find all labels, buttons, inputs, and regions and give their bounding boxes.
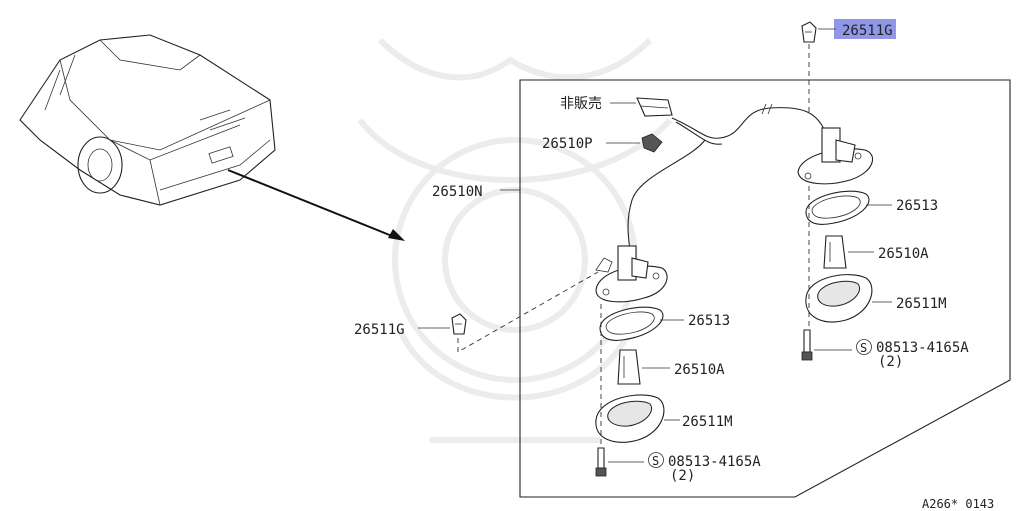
assembly-frame [519, 79, 1011, 498]
left-gasket-26513 [599, 306, 684, 341]
right-lamp-base [797, 127, 874, 185]
pointer-arrow [227, 169, 405, 241]
clip-26510p [606, 133, 663, 153]
right-lens-26511m [805, 274, 892, 323]
clip-26511g-top [801, 21, 817, 112]
right-gasket-26513 [805, 190, 892, 225]
label-right-26513[interactable]: 26513 [896, 198, 938, 214]
label-26510n[interactable]: 26510N [432, 184, 483, 200]
label-left-26513[interactable]: 26513 [688, 313, 730, 329]
label-26510p[interactable]: 26510P [542, 136, 593, 152]
label-right-26510a[interactable]: 26510A [878, 246, 929, 262]
label-26511g-top-group[interactable]: 26511G [818, 19, 896, 39]
label-26511g-top[interactable]: 26511G [842, 23, 893, 39]
label-left-screw[interactable]: 08513-4165A [668, 454, 761, 470]
label-26511g-left[interactable]: 26511G [354, 322, 405, 338]
right-screw [801, 329, 872, 361]
diagram-code: A266* 0143 [922, 497, 994, 511]
right-screw-symbol: S [860, 341, 867, 355]
right-bulb-26510a [823, 235, 874, 269]
left-screw [595, 447, 664, 477]
left-lens-26511m [595, 394, 680, 443]
wire-harness-26510n [500, 103, 829, 251]
label-right-screw-qty: (2) [878, 354, 903, 370]
left-bulb-26510a [617, 349, 670, 385]
connector-not-sold [610, 97, 673, 117]
left-screw-symbol: S [652, 454, 659, 468]
label-not-sold[interactable]: 非販売 [560, 96, 602, 112]
label-left-26510a[interactable]: 26510A [674, 362, 725, 378]
left-lamp-base [595, 245, 668, 303]
highlight-box [834, 19, 896, 39]
label-left-26511m[interactable]: 26511M [682, 414, 733, 430]
label-left-screw-qty: (2) [670, 468, 695, 484]
label-right-screw[interactable]: 08513-4165A [876, 340, 969, 356]
clip-26511g-left [418, 271, 599, 353]
label-right-26511m[interactable]: 26511M [896, 296, 947, 312]
car-illustration [19, 34, 276, 206]
